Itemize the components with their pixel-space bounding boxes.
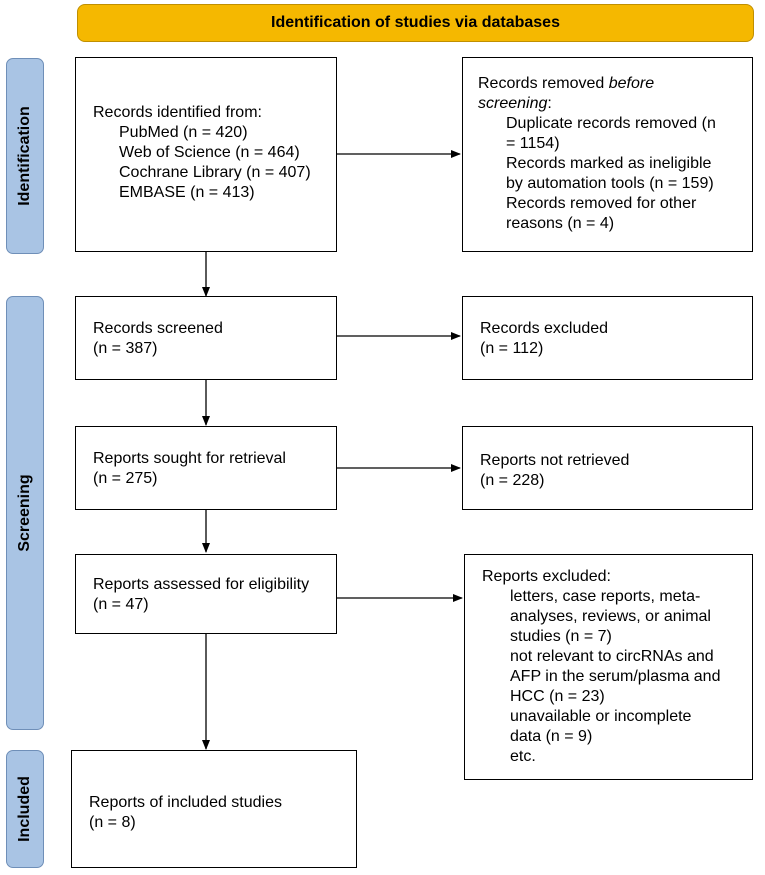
removed-line: by automation tools (n = 159) xyxy=(506,175,714,192)
reports-assessed-label: Reports assessed for eligibility xyxy=(93,576,310,593)
phase-included: Included xyxy=(6,750,44,868)
box-records-excluded: Records excluded (n = 112) xyxy=(462,296,753,380)
box-records-removed: Records removed before screening: Duplic… xyxy=(462,57,753,252)
box-reports-not-retrieved: Reports not retrieved (n = 228) xyxy=(462,426,753,510)
source-web-of-science: Web of Science (n = 464) xyxy=(119,144,300,161)
box-reports-sought: Reports sought for retrieval (n = 275) xyxy=(75,426,337,510)
excluded-line: analyses, reviews, or animal xyxy=(510,608,711,625)
phase-identification: Identification xyxy=(6,58,44,254)
removed-line: reasons (n = 4) xyxy=(506,215,615,232)
excluded-line: AFP in the serum/plasma and xyxy=(510,668,721,685)
header-banner: Identification of studies via databases xyxy=(77,4,754,42)
box-included-studies: Reports of included studies (n = 8) xyxy=(71,750,357,868)
source-pubmed: PubMed (n = 420) xyxy=(119,124,248,141)
source-cochrane: Cochrane Library (n = 407) xyxy=(119,164,311,181)
excluded-line: not relevant to circRNAs and xyxy=(510,648,714,665)
removed-line: Records removed for other xyxy=(506,195,697,212)
box-records-screened: Records screened (n = 387) xyxy=(75,296,337,380)
phase-screening: Screening xyxy=(6,296,44,730)
box-reports-excluded: Reports excluded: letters, case reports,… xyxy=(464,554,753,780)
reports-not-retrieved-label: Reports not retrieved xyxy=(480,452,630,469)
excluded-line: HCC (n = 23) xyxy=(510,688,605,705)
records-screened-label: Records screened xyxy=(93,320,223,337)
excluded-line: studies (n = 7) xyxy=(510,628,612,645)
excluded-line: unavailable or incomplete xyxy=(510,708,692,725)
box-reports-assessed: Reports assessed for eligibility (n = 47… xyxy=(75,554,337,634)
reports-not-retrieved-count: (n = 228) xyxy=(480,472,545,489)
excluded-line: data (n = 9) xyxy=(510,728,593,745)
reports-sought-label: Reports sought for retrieval xyxy=(93,450,286,467)
header-title: Identification of studies via databases xyxy=(271,14,560,31)
removed-line: = 1154) xyxy=(506,135,560,152)
source-embase: EMBASE (n = 413) xyxy=(119,184,255,201)
removed-line: Records marked as ineligible xyxy=(506,155,712,172)
included-studies-label: Reports of included studies xyxy=(89,794,282,811)
records-removed-title: Records removed before xyxy=(478,75,655,92)
removed-line: Duplicate records removed (n xyxy=(506,115,716,132)
excluded-line: etc. xyxy=(510,748,536,765)
records-identified-title: Records identified from: xyxy=(93,104,262,121)
box-records-identified: Records identified from: PubMed (n = 420… xyxy=(75,57,337,252)
records-excluded-label: Records excluded xyxy=(480,320,609,337)
reports-sought-count: (n = 275) xyxy=(93,470,158,487)
included-studies-count: (n = 8) xyxy=(89,814,136,831)
reports-excluded-title: Reports excluded: xyxy=(482,568,611,585)
excluded-line: letters, case reports, meta- xyxy=(510,588,701,605)
reports-assessed-count: (n = 47) xyxy=(93,596,149,613)
records-screened-count: (n = 387) xyxy=(93,340,158,357)
records-excluded-count: (n = 112) xyxy=(480,340,544,357)
